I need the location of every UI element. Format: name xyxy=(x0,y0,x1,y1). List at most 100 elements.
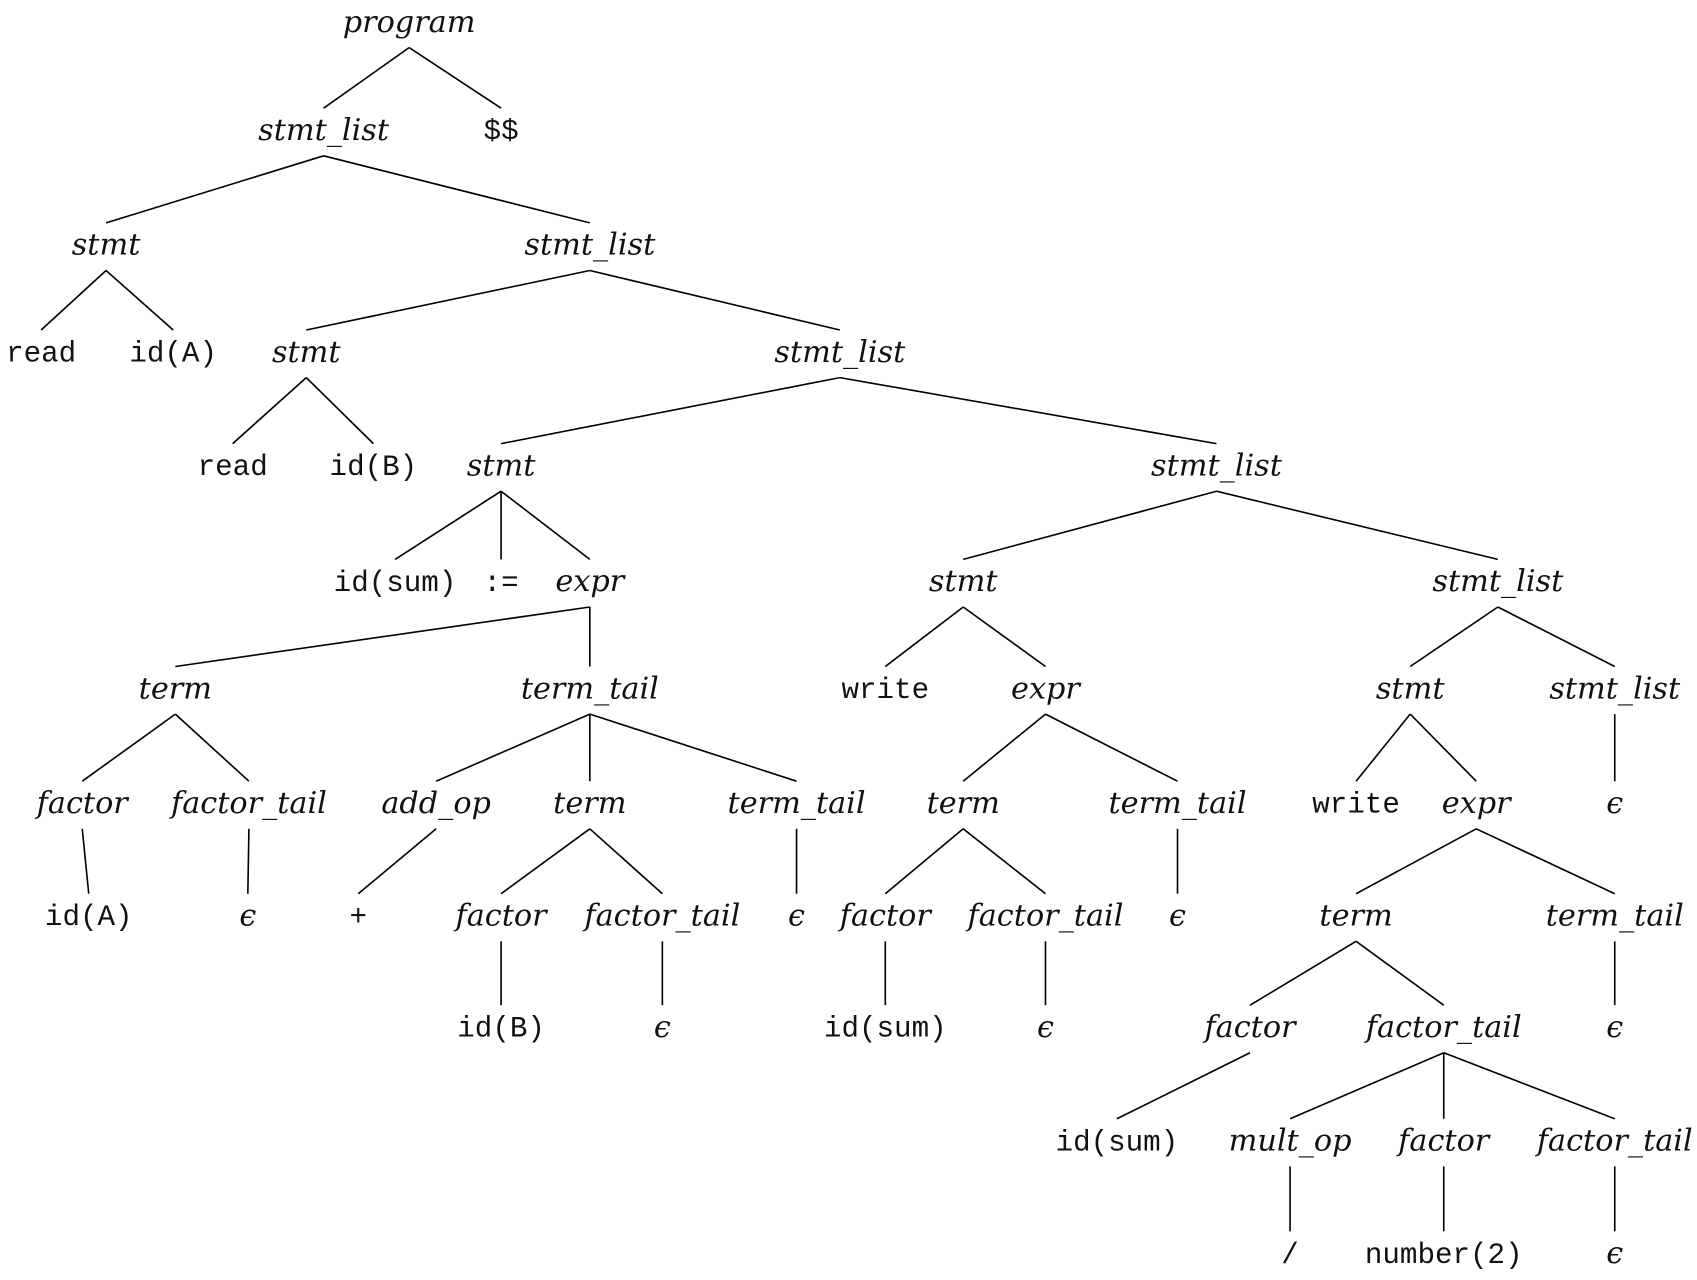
tree-edge-n7-n9 xyxy=(232,377,307,445)
terminal-leaf: $$ xyxy=(484,116,519,149)
tree-edge-n47-n49 xyxy=(1249,940,1357,1006)
terminal-leaf: id(sum) xyxy=(1056,1126,1179,1159)
nonterminal-node: term xyxy=(553,786,626,821)
tree-edge-n1-n4 xyxy=(323,155,591,224)
nonterminal-node: expr xyxy=(1011,671,1081,706)
tree-edge-n16-n19 xyxy=(174,713,250,782)
tree-edge-n7-n10 xyxy=(305,377,374,445)
nonterminal-node: stmt xyxy=(929,564,998,599)
tree-edge-n23-n27 xyxy=(589,828,663,895)
nonterminal-node: stmt_list xyxy=(1549,671,1681,706)
terminal-leaf: read xyxy=(198,451,268,484)
tree-edge-n50-n55 xyxy=(1443,1052,1616,1120)
terminal-leaf: write xyxy=(841,674,929,707)
nonterminal-node: stmt_list xyxy=(524,228,656,263)
tree-edges xyxy=(40,46,1616,1232)
epsilon-leaf: ϵ xyxy=(654,1010,671,1045)
terminal-leaf: + xyxy=(349,901,367,934)
nonterminal-node: factor xyxy=(1202,1010,1297,1045)
nonterminal-node: term_tail xyxy=(1108,786,1246,821)
nonterminal-node: stmt_list xyxy=(774,335,906,370)
tree-edge-n49-n52 xyxy=(1116,1052,1251,1120)
epsilon-leaf: ϵ xyxy=(239,899,256,934)
tree-edge-n16-n18 xyxy=(81,713,176,782)
nonterminal-node: term_tail xyxy=(728,786,866,821)
tree-edge-n8-n12 xyxy=(839,376,1217,445)
terminal-leaf: number(2) xyxy=(1365,1239,1523,1272)
nonterminal-node: stmt_list xyxy=(1151,448,1283,483)
nonterminal-node: term xyxy=(1319,899,1392,934)
tree-edge-n22-n25 xyxy=(357,828,437,895)
nonterminal-node: stmt_list xyxy=(1432,564,1564,599)
epsilon-leaf: ϵ xyxy=(1169,899,1186,934)
tree-edge-n34-n35 xyxy=(962,713,1046,782)
nonterminal-node: expr xyxy=(555,564,625,599)
tree-edge-n42-n44 xyxy=(1355,713,1411,782)
terminal-leaf: id(A) xyxy=(45,901,133,934)
terminal-leaf: := xyxy=(484,567,519,600)
nonterminal-node: factor_tail xyxy=(966,899,1124,934)
tree-edge-n1-n3 xyxy=(105,155,324,224)
tree-edge-n42-n45 xyxy=(1409,713,1477,782)
nonterminal-node: stmt xyxy=(467,448,536,483)
tree-edge-n0-n2 xyxy=(408,46,502,109)
epsilon-leaf: ϵ xyxy=(788,899,805,934)
nonterminal-node: stmt xyxy=(272,335,341,370)
nonterminal-node: factor xyxy=(35,786,130,821)
nonterminal-node: term_tail xyxy=(521,671,659,706)
nonterminal-node: mult_op xyxy=(1229,1124,1352,1159)
tree-edge-n3-n6 xyxy=(105,269,174,331)
nonterminal-node: stmt xyxy=(72,228,141,263)
tree-edge-n32-n42 xyxy=(1409,606,1499,668)
tree-edge-n3-n5 xyxy=(40,269,107,331)
tree-edge-n15-n16 xyxy=(175,606,590,668)
tree-edge-n4-n8 xyxy=(589,269,841,331)
epsilon-leaf: ϵ xyxy=(1606,1010,1623,1045)
nonterminal-node: factor_tail xyxy=(1535,1124,1693,1159)
tree-edge-n12-n31 xyxy=(963,490,1217,561)
nonterminal-node: factor_tail xyxy=(582,899,740,934)
nonterminal-node: stmt xyxy=(1376,671,1445,706)
nonterminal-node: factor_tail xyxy=(1364,1010,1522,1045)
tree-edge-n12-n32 xyxy=(1216,490,1499,561)
nonterminal-node: factor xyxy=(1396,1124,1491,1159)
nonterminal-node: term xyxy=(139,671,212,706)
tree-edge-n32-n43 xyxy=(1497,606,1616,668)
tree-edge-n8-n11 xyxy=(500,376,840,445)
tree-edge-n4-n7 xyxy=(306,269,591,331)
tree-edge-n45-n47 xyxy=(1355,828,1477,895)
tree-edge-n17-n24 xyxy=(589,713,797,782)
terminal-leaf: write xyxy=(1312,789,1400,822)
epsilon-leaf: ϵ xyxy=(1037,1010,1054,1045)
epsilon-leaf: ϵ xyxy=(1606,786,1623,821)
nonterminal-node: factor xyxy=(838,899,933,934)
tree-edge-n31-n33 xyxy=(884,606,964,668)
nonterminal-node: term_tail xyxy=(1546,899,1684,934)
tree-edge-n47-n50 xyxy=(1355,940,1445,1006)
terminal-leaf: id(B) xyxy=(457,1013,545,1046)
tree-edge-n23-n26 xyxy=(500,828,591,895)
terminal-leaf: / xyxy=(1281,1239,1299,1272)
tree-edge-n34-n36 xyxy=(1045,713,1178,782)
terminal-leaf: read xyxy=(6,338,76,371)
nonterminal-node: program xyxy=(343,5,476,40)
tree-edge-n11-n15 xyxy=(500,490,591,561)
terminal-leaf: id(B) xyxy=(330,451,418,484)
terminal-leaf: id(sum) xyxy=(334,567,457,600)
tree-edge-n35-n38 xyxy=(962,828,1046,895)
tree-edge-n17-n22 xyxy=(435,713,591,782)
tree-edge-n18-n20 xyxy=(81,828,90,894)
tree-edge-n0-n1 xyxy=(323,46,410,109)
nonterminal-node: add_op xyxy=(381,786,491,821)
terminal-leaf: id(A) xyxy=(129,338,217,371)
tree-edge-n45-n48 xyxy=(1475,828,1616,895)
terminal-leaf: id(sum) xyxy=(824,1013,947,1046)
tree-edge-n31-n34 xyxy=(962,606,1046,668)
nonterminal-node: factor_tail xyxy=(169,786,327,821)
epsilon-leaf: ϵ xyxy=(1606,1236,1623,1271)
tree-edge-n19-n21 xyxy=(247,828,250,894)
nonterminal-node: factor xyxy=(454,899,549,934)
tree-edge-n35-n37 xyxy=(884,828,964,895)
